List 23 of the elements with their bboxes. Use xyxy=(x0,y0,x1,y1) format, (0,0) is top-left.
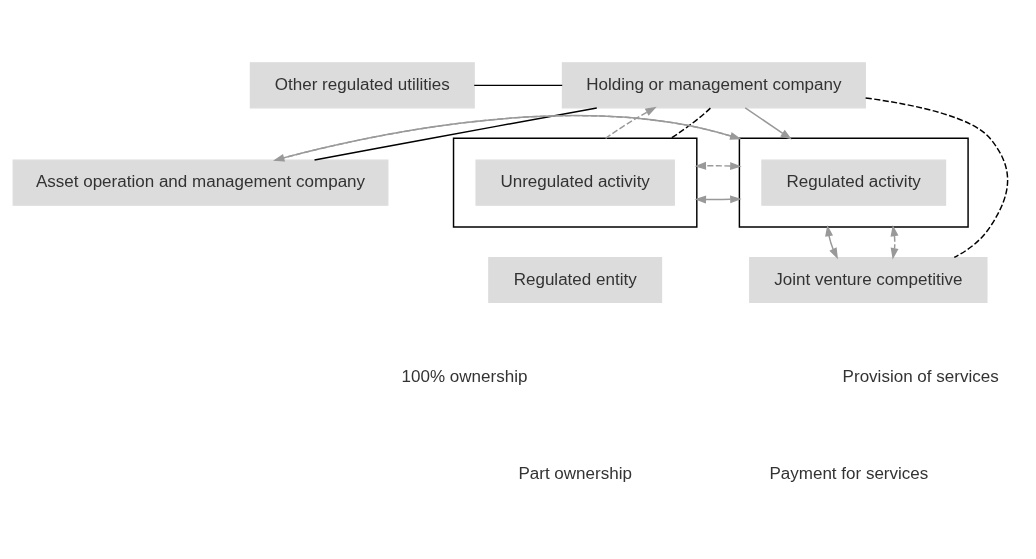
arrow xyxy=(825,224,838,259)
arrow xyxy=(744,106,792,140)
legend-label: Part ownership xyxy=(518,463,632,483)
legend-label: 100% ownership xyxy=(401,366,528,386)
connector xyxy=(473,84,563,86)
legend-label: Payment for services xyxy=(769,463,929,483)
arrow xyxy=(890,224,899,259)
node-box: Joint venture competitive xyxy=(749,256,988,303)
arrow xyxy=(604,106,657,139)
node-box: Asset operation and management company xyxy=(12,159,389,206)
legend-label: Provision of services xyxy=(842,366,999,386)
node-box: Holding or management company xyxy=(561,61,866,108)
node-box: Unregulated activity xyxy=(475,159,675,206)
cluster xyxy=(738,137,969,228)
node-box: Other regulated utilities xyxy=(249,61,475,108)
arrow xyxy=(694,194,742,203)
connector xyxy=(670,106,712,139)
connector xyxy=(864,96,1009,258)
cluster xyxy=(452,137,698,228)
connector xyxy=(313,106,598,161)
node-box: Regulated entity xyxy=(488,256,663,303)
node-box: Regulated activity xyxy=(761,159,947,206)
arrow xyxy=(694,161,742,170)
